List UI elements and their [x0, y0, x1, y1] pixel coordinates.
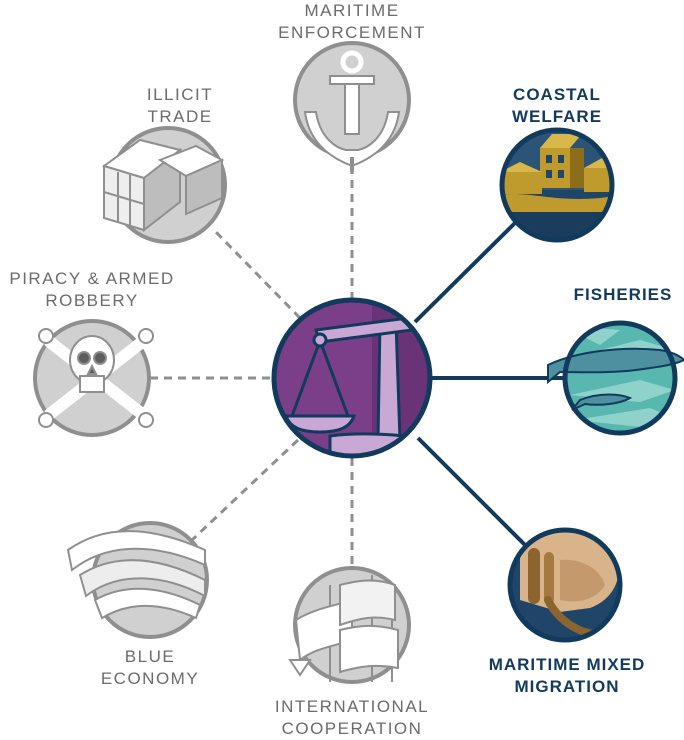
- label-piracy: PIRACY & ARMED ROBBERY: [0, 268, 184, 312]
- anchor-icon: [303, 50, 401, 168]
- node-blue-economy[interactable]: [66, 521, 209, 639]
- label-coastal-welfare: COASTAL WELFARE: [492, 84, 622, 128]
- label-blue-economy: BLUE ECONOMY: [80, 646, 220, 690]
- node-coastal-welfare[interactable]: [499, 127, 618, 252]
- node-piracy[interactable]: [33, 319, 154, 437]
- node-maritime-mixed-migration[interactable]: [507, 527, 623, 643]
- label-line: MIGRATION: [514, 677, 620, 696]
- skull-and-crossbones-icon: [38, 328, 154, 428]
- label-maritime-mixed-migration: MARITIME MIXED MIGRATION: [472, 654, 662, 698]
- label-line: PIRACY & ARMED: [9, 269, 175, 288]
- label-illicit-trade: ILLICIT TRADE: [110, 84, 250, 128]
- label-international-cooperation: INTERNATIONAL COOPERATION: [252, 696, 452, 740]
- label-line: WELFARE: [511, 107, 603, 126]
- shipping-containers-icon: [101, 138, 225, 233]
- label-line: BLUE: [124, 647, 176, 666]
- connector-coastal-welfare[interactable]: [413, 216, 522, 324]
- label-maritime-enforcement: MARITIME ENFORCEMENT: [262, 0, 442, 44]
- fish-outline-icon: [547, 347, 684, 411]
- sailing-ship-icon: [288, 575, 399, 682]
- label-line: COASTAL: [513, 85, 601, 104]
- waves-icon: [66, 530, 206, 620]
- label-line: TRADE: [147, 107, 213, 126]
- fish-icon: [565, 323, 675, 433]
- label-line: ROBBERY: [45, 291, 139, 310]
- node-fisheries[interactable]: [547, 320, 684, 440]
- node-maritime-enforcement[interactable]: [293, 41, 411, 172]
- node-international-cooperation[interactable]: [288, 566, 411, 684]
- label-line: ECONOMY: [100, 669, 200, 688]
- label-line: INTERNATIONAL: [274, 697, 430, 716]
- label-line: ENFORCEMENT: [278, 23, 426, 42]
- connector-maritime-mixed-migration[interactable]: [416, 436, 532, 552]
- node-illicit-trade[interactable]: [101, 126, 227, 244]
- label-line: MARITIME: [304, 1, 400, 20]
- center-hub[interactable]: [271, 297, 433, 460]
- label-fisheries: FISHERIES: [562, 284, 684, 306]
- label-line: ILLICIT: [146, 85, 214, 104]
- label-line: MARITIME MIXED: [488, 655, 646, 674]
- label-line: FISHERIES: [573, 285, 673, 304]
- connector-blue-economy: [190, 438, 300, 542]
- connector-illicit-trade: [210, 226, 302, 320]
- label-line: COOPERATION: [281, 719, 423, 738]
- connectors: [150, 170, 565, 580]
